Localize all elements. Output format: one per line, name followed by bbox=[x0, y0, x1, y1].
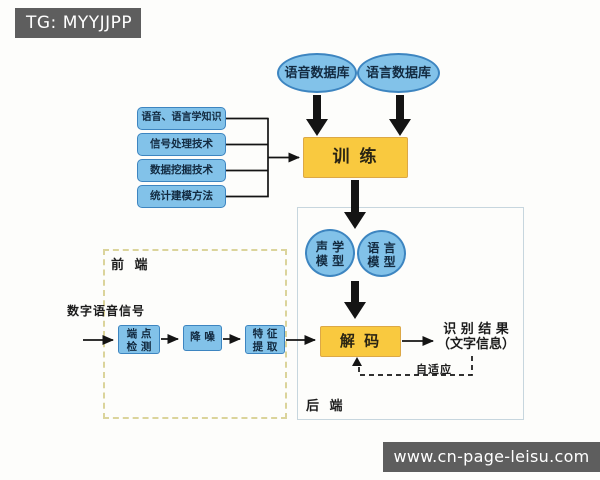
recognition-result-line2: （文字信息） bbox=[436, 337, 515, 352]
language-model-line2: 模 型 bbox=[367, 255, 396, 269]
feature-extraction-line1: 特 征 bbox=[252, 328, 278, 340]
endpoint-detection-line2: 检 测 bbox=[126, 340, 152, 353]
frontend-region: 前 端 bbox=[103, 249, 287, 419]
noise-reduction-box: 降 噪 bbox=[183, 325, 222, 351]
knowledge-box-signal-processing: 信号处理技术 bbox=[137, 133, 226, 156]
language-database-ellipse: 语言数据库 bbox=[357, 53, 440, 93]
acoustic-model-line1: 声 学 bbox=[315, 240, 345, 254]
digital-speech-signal-label: 数字语音信号 bbox=[67, 304, 146, 318]
endpoint-detection-line1: 端 点 bbox=[126, 328, 152, 340]
thick-arrow-language-db-to-train bbox=[389, 95, 411, 136]
thick-arrow-speech-db-to-train bbox=[306, 95, 328, 136]
frontend-region-label: 前 端 bbox=[111, 258, 151, 273]
speech-database-ellipse: 语音数据库 bbox=[277, 53, 357, 93]
language-model-line1: 语 言 bbox=[367, 241, 396, 255]
language-model-circle: 语 言 模 型 bbox=[357, 230, 406, 277]
knowledge-box-data-mining: 数据挖掘技术 bbox=[137, 159, 226, 182]
recognition-result-label: 识 别 结 果 （文字信息） bbox=[436, 322, 516, 352]
watermark: www.cn-page-leisu.com bbox=[383, 442, 600, 472]
decode-box: 解 码 bbox=[320, 326, 401, 357]
backend-region: 后 端 bbox=[297, 207, 524, 420]
knowledge-box-statistical-modeling: 统计建模方法 bbox=[137, 185, 226, 208]
feature-extraction-line2: 提 取 bbox=[252, 340, 278, 353]
acoustic-model-circle: 声 学 模 型 bbox=[305, 229, 355, 277]
feature-extraction-box: 特 征 提 取 bbox=[245, 325, 285, 354]
train-box: 训 练 bbox=[303, 137, 408, 178]
adaptive-label: 自适应 bbox=[416, 363, 452, 376]
recognition-result-line1: 识 别 结 果 bbox=[443, 322, 509, 337]
knowledge-bracket-lines bbox=[226, 117, 300, 198]
acoustic-model-line2: 模 型 bbox=[315, 254, 345, 268]
endpoint-detection-box: 端 点 检 测 bbox=[118, 325, 160, 354]
tg-badge: TG: MYYJJPP bbox=[15, 8, 141, 38]
knowledge-box-linguistics: 语音、语言学知识 bbox=[137, 107, 226, 130]
backend-region-label: 后 端 bbox=[306, 399, 346, 414]
